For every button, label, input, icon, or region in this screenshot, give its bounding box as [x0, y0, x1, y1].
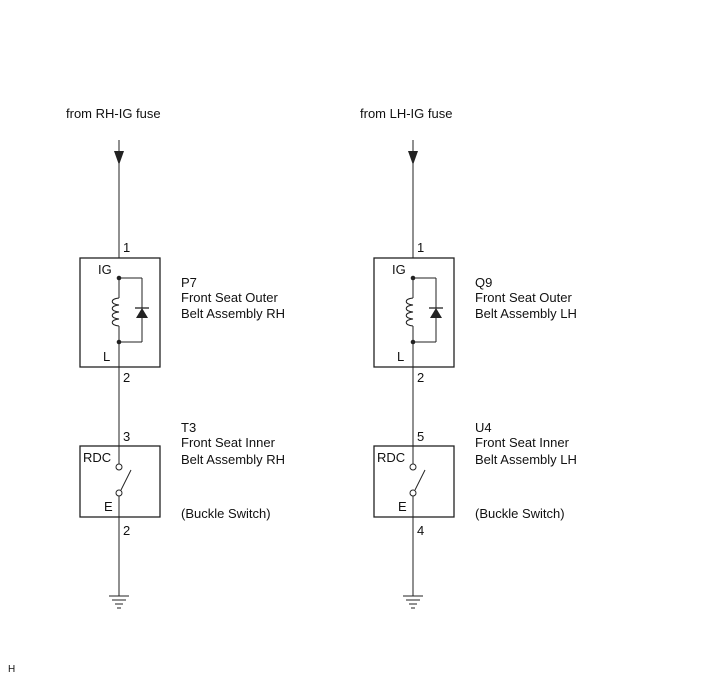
- coil-icon: [111, 297, 120, 327]
- switch-blade-icon: [120, 469, 132, 491]
- source-label: from LH-IG fuse: [360, 106, 452, 121]
- junction-dot: [116, 275, 122, 281]
- ground-icon: [109, 595, 129, 609]
- arrow-down-icon: [408, 151, 418, 165]
- inner-name-line2: Belt Assembly RH: [181, 452, 285, 467]
- inner-pin-bottom: 2: [123, 523, 130, 538]
- outer-term-bottom: L: [103, 349, 110, 364]
- outer-term-bottom: L: [397, 349, 404, 364]
- junction-dot: [116, 339, 122, 345]
- outer-code: P7: [181, 275, 197, 290]
- outer-pin-top: 1: [123, 240, 130, 255]
- inner-pin-top: 3: [123, 429, 130, 444]
- diode-icon: [135, 307, 149, 318]
- switch-blade-icon: [414, 469, 426, 491]
- junction-dot: [410, 275, 416, 281]
- source-label: from RH-IG fuse: [66, 106, 161, 121]
- outer-belt-box: [373, 257, 455, 368]
- outer-term-top: IG: [98, 262, 112, 277]
- inner-name-line1: Front Seat Inner: [181, 435, 276, 450]
- outer-name-line2: Belt Assembly LH: [475, 306, 577, 321]
- outer-pin-top: 1: [417, 240, 424, 255]
- ground-icon: [403, 595, 423, 609]
- inner-note: (Buckle Switch): [475, 506, 565, 521]
- switch-contact-icon: [115, 489, 123, 497]
- footer-mark: H: [8, 664, 15, 675]
- switch-contact-icon: [409, 463, 417, 471]
- outer-name-line1: Front Seat Outer: [475, 290, 572, 305]
- switch-contact-icon: [115, 463, 123, 471]
- outer-name-line2: Belt Assembly RH: [181, 306, 285, 321]
- inner-code: U4: [475, 420, 492, 435]
- inner-note: (Buckle Switch): [181, 506, 271, 521]
- inner-pin-bottom: 4: [417, 523, 424, 538]
- inner-pin-top: 5: [417, 429, 424, 444]
- inner-code: T3: [181, 420, 196, 435]
- outer-term-top: IG: [392, 262, 406, 277]
- inner-term-top: RDC: [83, 450, 111, 465]
- outer-pin-bottom: 2: [417, 370, 424, 385]
- arrow-down-icon: [114, 151, 124, 165]
- outer-code: Q9: [475, 275, 492, 290]
- junction-dot: [410, 339, 416, 345]
- inner-term-top: RDC: [377, 450, 405, 465]
- buckle-switch-box: [373, 445, 455, 518]
- buckle-switch-box: [79, 445, 161, 518]
- coil-icon: [405, 297, 414, 327]
- circuit-rh: from RH-IG fuse 1 IG L P7 Front Seat Out…: [66, 106, 285, 609]
- outer-pin-bottom: 2: [123, 370, 130, 385]
- circuit-lh: from LH-IG fuse 1 IG L Q9 Front Seat Out…: [360, 106, 577, 609]
- outer-name-line1: Front Seat Outer: [181, 290, 278, 305]
- inner-name-line1: Front Seat Inner: [475, 435, 570, 450]
- outer-belt-box: [79, 257, 161, 368]
- diode-icon: [429, 307, 443, 318]
- switch-contact-icon: [409, 489, 417, 497]
- inner-name-line2: Belt Assembly LH: [475, 452, 577, 467]
- inner-term-bottom: E: [104, 499, 113, 514]
- inner-term-bottom: E: [398, 499, 407, 514]
